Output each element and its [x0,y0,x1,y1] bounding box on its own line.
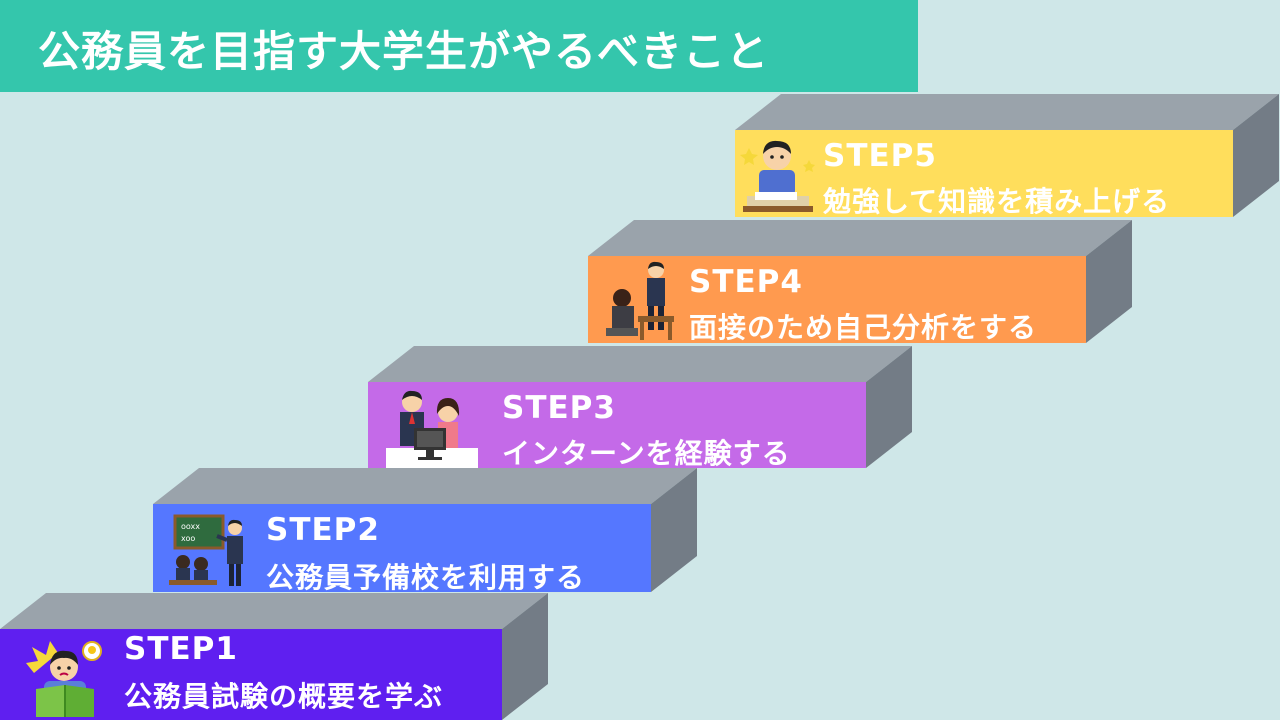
step-5-side-face [1233,94,1279,217]
step-3-label: STEP3 [502,390,616,426]
step-1-side-face [502,593,548,720]
step-1-label: STEP1 [124,631,238,667]
office-coworkers-icon [386,390,478,468]
step-2-front: ooxx xoo STEP2 公務員予備校を利用する [153,504,651,594]
step-4-desc: 面接のため自己分析をする [689,311,1038,344]
svg-text:xoo: xoo [181,534,195,543]
step-5-face [735,130,1233,217]
step-5-front: STEP5 勉強して知識を積み上げる [735,130,1233,218]
step-2-top-face [153,468,697,504]
step-5-top-face [735,94,1279,130]
step-4-side-face [1086,220,1132,343]
step-1-front: STEP1 公務員試験の概要を学ぶ [0,629,502,720]
step-3-desc: インターンを経験する [502,437,791,470]
step-5-label: STEP5 [823,138,937,174]
step-3-front: STEP3 インターンを経験する [368,382,866,470]
job-interview-icon [606,261,674,340]
step-1-desc: 公務員試験の概要を学ぶ [124,680,444,713]
step-5-desc: 勉強して知識を積み上げる [823,185,1171,218]
svg-text:ooxx: ooxx [181,522,200,531]
title-banner: 公務員を目指す大学生がやるべきこと [0,0,918,92]
student-reading-book-icon [26,641,102,717]
classroom-teacher-icon: ooxx xoo [169,514,243,586]
step-4-front: STEP4 面接のため自己分析をする [588,256,1086,344]
step-4-label: STEP4 [689,264,803,300]
page-title: 公務員を目指す大学生がやるべきこと [38,27,770,76]
studying-student-icon [740,140,815,212]
step-3-top-face [368,346,912,382]
step-3-side-face [866,346,912,468]
step-2-side-face [651,468,697,592]
step-2-desc: 公務員予備校を利用する [266,561,586,594]
step-2-label: STEP2 [266,512,380,548]
step-1-top-face [0,593,548,629]
step-4-top-face [588,220,1132,256]
